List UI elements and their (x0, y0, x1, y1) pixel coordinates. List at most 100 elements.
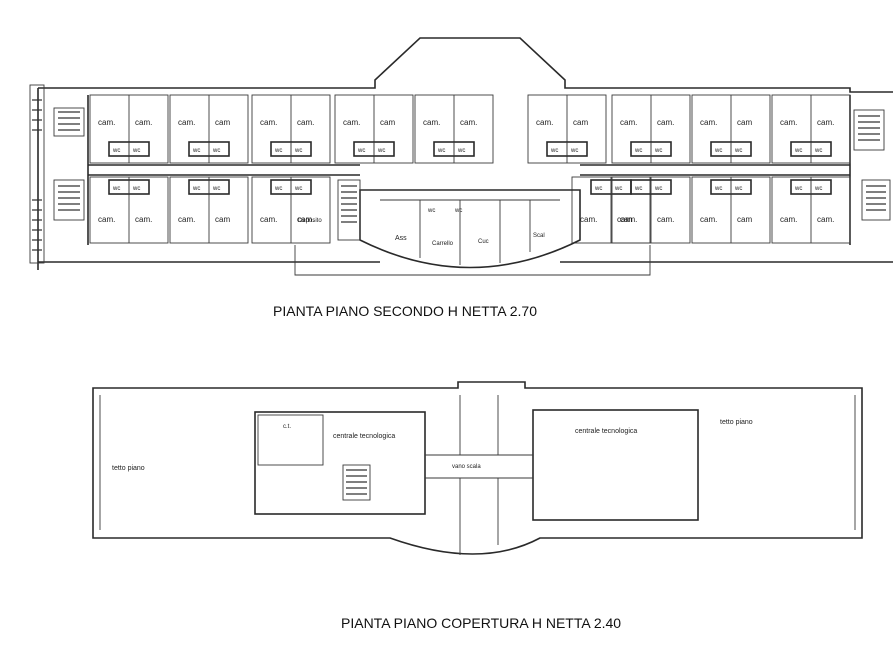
room-label: cam. (580, 215, 597, 224)
room-label: cam. (98, 215, 115, 224)
label-carrello: Carrello (432, 241, 454, 247)
label-ass: Ass (395, 235, 407, 242)
room-label: cam. (536, 118, 553, 127)
wc-label: wc (654, 148, 662, 154)
room-label: cam. (780, 215, 797, 224)
room-label: cam (617, 215, 632, 224)
ct-cabin (257, 414, 324, 466)
room-label: cam (215, 118, 230, 127)
wc-label: wc (794, 186, 802, 192)
wc-label: wc (112, 148, 120, 154)
wc-label: wc (274, 148, 282, 154)
label-tetto-piano-left: tetto piano (112, 465, 145, 472)
left-facade-hatch (32, 99, 42, 251)
wc-label: wc (550, 148, 558, 154)
corridor-walls (88, 164, 850, 176)
wc-label: wc (594, 186, 602, 192)
room-label: cam. (657, 215, 674, 224)
label-centrale-left: centrale tecnologica (333, 433, 395, 440)
wc-label: wc (132, 186, 140, 192)
wc-label: wc (714, 186, 722, 192)
room-label: cam. (460, 118, 477, 127)
wc-label: wc (212, 148, 220, 154)
room-label: cam. (343, 118, 360, 127)
wc-label: wc (294, 148, 302, 154)
left-plant-room (254, 411, 426, 515)
caption-second-floor: PIANTA PIANO SECONDO H NETTA 2.70 (273, 303, 537, 319)
room-label: cam. (98, 118, 115, 127)
room-label: cam. (297, 215, 314, 224)
left-facade-column (29, 84, 45, 264)
wc-label: wc (654, 186, 662, 192)
room-label: cam. (620, 118, 637, 127)
label-wc-center-1: wc (427, 208, 435, 214)
roof-floor-plan: tetto piano tetto piano c.t. centrale te… (92, 381, 863, 555)
wc-label: wc (794, 148, 802, 154)
room-label: cam. (178, 118, 195, 127)
wc-label: wc (437, 148, 445, 154)
right-stair-lower (861, 179, 891, 221)
wc-label: wc (357, 148, 365, 154)
right-stair-upper (853, 109, 885, 151)
room-label: cam (215, 215, 230, 224)
wc-label: wc (570, 148, 578, 154)
room-label: cam. (700, 215, 717, 224)
label-cuc: Cuc (478, 239, 489, 245)
room-label: cam. (260, 215, 277, 224)
room-label: cam. (620, 215, 637, 224)
room-label: cam (380, 118, 395, 127)
room-label: cam. (817, 215, 834, 224)
wc-label: wc (377, 148, 385, 154)
upper-room-row: cam. cam. wc wc cam. cam wc wc cam. cam. wc wc cam. c… (89, 94, 851, 164)
wc-label: wc (132, 148, 140, 154)
wc-label: wc (614, 186, 622, 192)
wc-label: wc (192, 186, 200, 192)
roof-outline (92, 381, 863, 555)
label-ct: c.t. (283, 424, 291, 430)
room-label: cam. (423, 118, 440, 127)
room-label: cam. (135, 118, 152, 127)
room-label: cam. (178, 215, 195, 224)
wc-label: wc (714, 148, 722, 154)
central-stair (337, 179, 361, 241)
room-label: cam. (135, 215, 152, 224)
left-stair-upper (53, 107, 85, 137)
room-label: cam (737, 118, 752, 127)
label-scal: Scal (533, 233, 545, 239)
central-curved-block (359, 189, 581, 269)
room-label: cam (573, 118, 588, 127)
room-label: cam. (700, 118, 717, 127)
label-vano-scala: vano scala (452, 464, 481, 470)
wc-label: wc (212, 186, 220, 192)
left-stair-lower (53, 179, 85, 221)
room-label: cam. (657, 118, 674, 127)
second-floor-outline (37, 37, 893, 270)
wc-label: wc (734, 186, 742, 192)
room-label: cam (737, 215, 752, 224)
roof-stair (342, 464, 371, 501)
label-centrale-right: centrale tecnologica (575, 428, 637, 435)
right-plant-room (532, 409, 699, 521)
label-wc-center-2: wc (454, 208, 462, 214)
room-label: cam. (297, 118, 314, 127)
room-label: cam. (260, 118, 277, 127)
room-label: cam. (780, 118, 797, 127)
terrace-outline (294, 245, 651, 276)
wc-label: wc (634, 148, 642, 154)
wc-label: wc (734, 148, 742, 154)
wc-label: wc (274, 186, 282, 192)
caption-roof-floor: PIANTA PIANO COPERTURA H NETTA 2.40 (341, 615, 621, 631)
wc-label: wc (634, 186, 642, 192)
wc-label: wc (112, 186, 120, 192)
wc-label: wc (814, 186, 822, 192)
wc-label: wc (814, 148, 822, 154)
wc-label: wc (294, 186, 302, 192)
wc-label: wc (457, 148, 465, 154)
label-tetto-piano-right: tetto piano (720, 419, 753, 426)
wc-label: wc (192, 148, 200, 154)
room-label: cam. (817, 118, 834, 127)
label-deposito: Deposito (298, 218, 322, 224)
